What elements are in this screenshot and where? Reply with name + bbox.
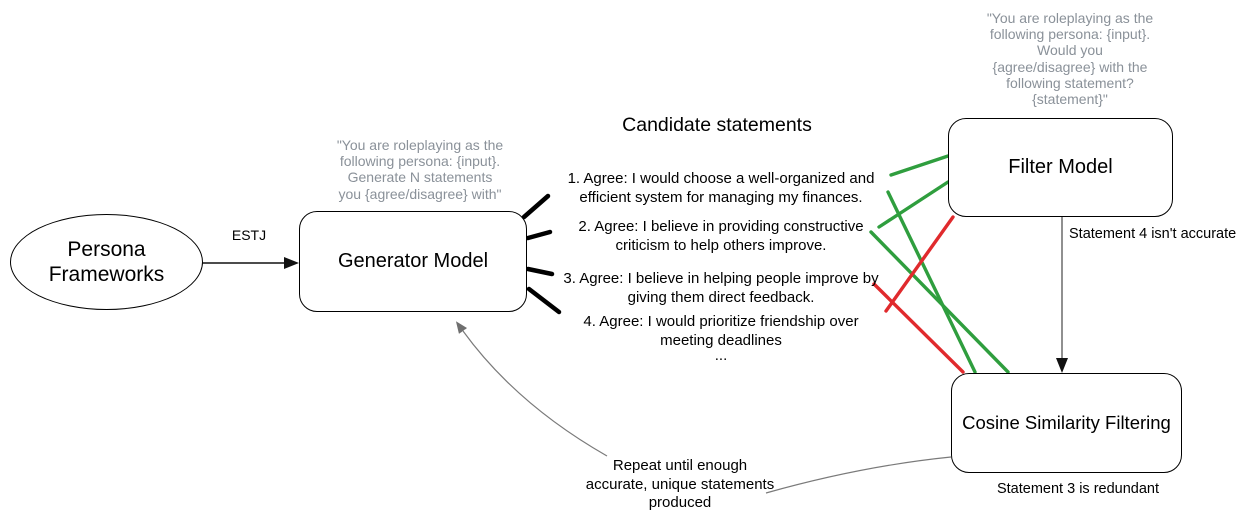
estj-edge-label: ESTJ xyxy=(231,227,267,243)
generator-fanout-line-1 xyxy=(521,193,551,220)
accept-line-stmt1-to-cosine xyxy=(886,190,977,374)
candidate-statement-4: 4. Agree: I would prioritize friendship … xyxy=(583,313,859,349)
cosine-similarity-label: Cosine Similarity Filtering xyxy=(962,412,1171,433)
generator-fanout-line-4 xyxy=(526,286,562,315)
generator-model-node: Generator Model xyxy=(299,211,527,312)
persona-frameworks-label: Persona Frameworks xyxy=(48,238,165,286)
generator-model-label: Generator Model xyxy=(337,250,489,272)
cosine-similarity-node: Cosine Similarity Filtering xyxy=(951,373,1182,473)
candidate-statements-title: Candidate statements xyxy=(622,114,812,136)
statement3-redundancy-label: Statement 3 is redundant xyxy=(996,481,1160,497)
candidates-ellipsis: ... xyxy=(714,347,728,364)
filter-model-label: Filter Model xyxy=(1008,156,1113,178)
accept-line-stmt2-to-cosine xyxy=(869,230,1010,374)
persona-frameworks-node: Persona Frameworks xyxy=(10,214,203,310)
accept-line-stmt2-to-filter xyxy=(877,180,950,229)
repeat-loop-arrow-to-generator xyxy=(455,321,608,457)
generator-fanout-line-2 xyxy=(525,229,553,241)
filter-model-node: Filter Model xyxy=(948,118,1173,217)
candidate-statement-1: 1. Agree: I would choose a well-organize… xyxy=(567,170,875,206)
statement4-accuracy-label: Statement 4 isn't accurate xyxy=(1069,226,1237,242)
reject-line-filter-to-stmt4 xyxy=(884,215,955,313)
generator-fanout-line-3 xyxy=(525,266,555,277)
accept-line-stmt1-to-filter xyxy=(889,154,950,177)
reject-line-stmt3-to-cosine xyxy=(872,282,965,374)
candidate-statement-3: 3. Agree: I believe in helping people im… xyxy=(563,270,879,306)
candidate-statement-2: 2. Agree: I believe in providing constru… xyxy=(578,218,864,254)
cosine-to-repeat-note-line xyxy=(765,456,952,494)
